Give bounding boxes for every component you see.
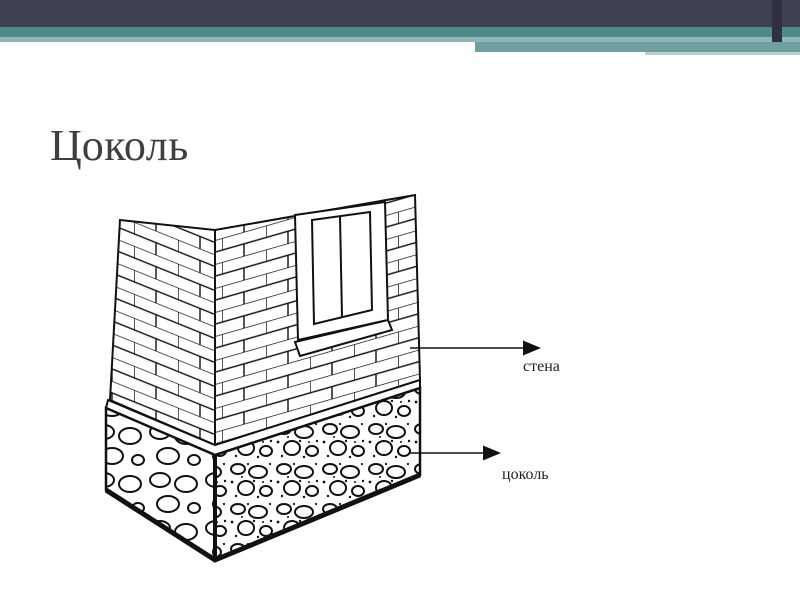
plinth-diagram [104,193,541,563]
header-accent-bar [475,42,800,52]
header-teal-light-bar [0,37,800,42]
slide-title: Цоколь [50,121,189,170]
header-accent-line [645,52,800,55]
header-corner-notch [772,0,782,42]
window-sill [293,318,394,358]
header-band [0,0,800,55]
header-teal-bar [0,27,800,37]
window-mullion [339,215,343,318]
header-dark-bar [0,0,800,27]
wall-label: стена [523,358,560,375]
plinth-label: цоколь [502,466,549,483]
